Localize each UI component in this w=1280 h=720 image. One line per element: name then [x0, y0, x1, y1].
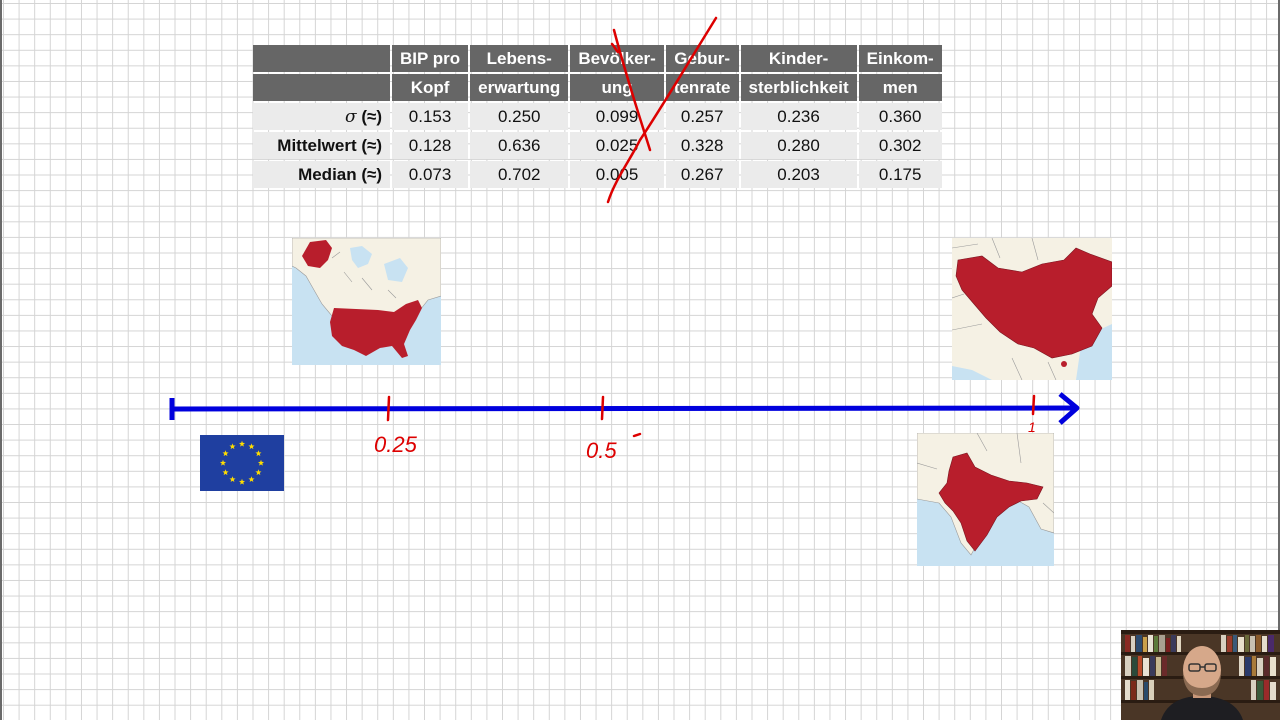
table-row-sigma: σ (≈) 0.153 0.250 0.099 0.257 0.236 0.36…	[253, 103, 942, 130]
header-corner	[253, 45, 390, 72]
red-annotations	[386, 16, 1036, 438]
table-cell: 0.153	[392, 103, 469, 130]
cross-out-stroke-2	[606, 16, 718, 204]
eu-star-icon	[255, 450, 262, 457]
table-cell: 0.203	[740, 161, 857, 188]
cross-out-stroke-1	[610, 28, 652, 152]
eu-star-icon	[257, 459, 265, 466]
eu-star-icon	[248, 443, 255, 450]
table-cell: 0.250	[470, 103, 569, 130]
header-population-line2: ung	[570, 74, 664, 101]
header-population-line1: Bevölker-	[570, 45, 664, 72]
presenter-webcam	[1121, 630, 1280, 720]
table-cell: 0.302	[858, 132, 942, 159]
usa-map-icon	[292, 238, 441, 365]
table-row-median: Median (≈) 0.073 0.702 0.005 0.267 0.203…	[253, 161, 942, 188]
number-line-axis	[171, 405, 1077, 412]
table-row-mean: Mittelwert (≈) 0.128 0.636 0.025 0.328 0…	[253, 132, 942, 159]
china-map-image	[952, 238, 1112, 380]
header-gdp-line1: BIP pro	[392, 45, 469, 72]
table-cell: 0.267	[665, 161, 739, 188]
row-label-mean: Mittelwert (≈)	[253, 132, 390, 159]
tick-label-1: 1	[1028, 419, 1036, 435]
table-cell: 0.236	[740, 103, 857, 130]
eu-star-icon	[222, 450, 229, 457]
eu-star-icon	[238, 440, 246, 447]
webcam-feed	[1121, 630, 1280, 720]
china-map-icon	[952, 238, 1112, 380]
header-life-expectancy-line1: Lebens-	[470, 45, 569, 72]
india-map-image	[917, 433, 1054, 566]
tick-mark-0-25	[386, 395, 391, 422]
row-label-sigma-text: (≈)	[356, 106, 382, 126]
left-frame-line	[0, 0, 2, 720]
tick-label-0-25: 0.25	[374, 432, 418, 457]
eu-star-icon	[222, 469, 229, 476]
eu-star-icon	[238, 478, 246, 485]
header-child-mortality-line2: sterblichkeit	[740, 74, 857, 101]
tick-mark-1	[1031, 394, 1036, 416]
header-row-1: BIP pro Lebens- Bevölker- Gebur- Kinder-…	[253, 45, 942, 72]
usa-map-image	[292, 238, 441, 365]
table-cell: 0.257	[665, 103, 739, 130]
number-line-arrow-icon	[1058, 392, 1080, 425]
india-map-icon	[917, 433, 1054, 566]
right-frame-line	[1278, 0, 1280, 720]
table-cell: 0.005	[570, 161, 664, 188]
eu-flag-icon	[200, 435, 284, 491]
tick-mark-0-5	[600, 395, 605, 421]
eu-star-icon	[255, 469, 262, 476]
table-cell: 0.636	[470, 132, 569, 159]
eu-star-icon	[219, 459, 227, 466]
eu-star-icon	[229, 443, 236, 450]
table-cell: 0.128	[392, 132, 469, 159]
table-cell: 0.702	[470, 161, 569, 188]
eu-star-icon	[229, 476, 236, 483]
row-label-sigma: σ (≈)	[253, 103, 390, 130]
header-row-2: Kopf erwartung ung tenrate sterblichkeit…	[253, 74, 942, 101]
table-cell: 0.175	[858, 161, 942, 188]
sigma-symbol: σ	[345, 106, 357, 127]
table-cell: 0.328	[665, 132, 739, 159]
header-life-expectancy-line2: erwartung	[470, 74, 569, 101]
eu-star-icon	[248, 476, 255, 483]
tick-label-0-5: 0.5	[586, 438, 617, 463]
table-cell: 0.073	[392, 161, 469, 188]
row-label-median: Median (≈)	[253, 161, 390, 188]
eu-flag-image	[200, 435, 284, 491]
presenter	[1161, 646, 1243, 720]
number-line	[169, 392, 1080, 425]
table-cell: 0.360	[858, 103, 942, 130]
header-income-line1: Einkom-	[858, 45, 942, 72]
header-income-line2: men	[858, 74, 942, 101]
tick-mark-label-dash	[632, 432, 642, 438]
tick-labels: 0.25 0.5 1	[374, 419, 1036, 463]
statistics-table: BIP pro Lebens- Bevölker- Gebur- Kinder-…	[251, 43, 944, 190]
header-gdp-line2: Kopf	[392, 74, 469, 101]
table-cell: 0.280	[740, 132, 857, 159]
header-corner-2	[253, 74, 390, 101]
header-birthrate-line2: tenrate	[665, 74, 739, 101]
header-child-mortality-line1: Kinder-	[740, 45, 857, 72]
